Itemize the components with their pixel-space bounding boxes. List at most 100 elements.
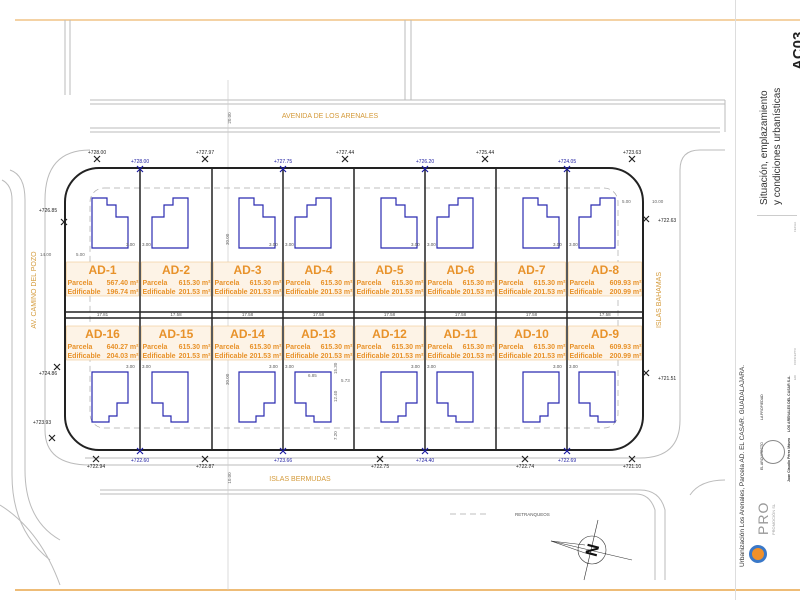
side-setback-dim: 3.00 xyxy=(569,364,578,369)
elevation-label: +724.86 xyxy=(39,371,57,377)
elevation-point: +727.97 xyxy=(196,150,214,163)
column-date: FECHA xyxy=(793,221,797,232)
edificable-area: 196.74 m² xyxy=(107,289,140,296)
elevation-label: +721.51 xyxy=(658,376,676,382)
elevation-point: +721.10 xyxy=(623,455,641,470)
elevation-cross-icon xyxy=(481,155,489,163)
elevation-label: +724.05 xyxy=(558,159,576,165)
lot-info-band xyxy=(426,261,495,297)
edificable-label: Edificable xyxy=(143,353,176,360)
edificable-area: 201.53 m² xyxy=(250,353,283,360)
project-title: Urbanización Los Arenales, Parcela AD. E… xyxy=(739,364,746,567)
parcela-area: 615.30 m² xyxy=(179,344,212,351)
edificable-label: Edificable xyxy=(428,353,461,360)
lot-width-dim: 17.58 xyxy=(599,312,611,317)
owner-name: LOS ARENALES DEL CASAR S.A. xyxy=(787,375,791,432)
dim-street-west: 14.00 xyxy=(40,252,52,257)
parcela-label: Parcela xyxy=(428,280,453,287)
parcela-label: Parcela xyxy=(357,344,382,351)
lot-info-band xyxy=(355,325,424,361)
side-setback-dim: 3.00 xyxy=(285,242,294,247)
elevation-cross-icon xyxy=(92,455,100,463)
building-footprint xyxy=(151,197,189,249)
elevation-cross-icon xyxy=(421,165,429,173)
edificable-label: Edificable xyxy=(357,289,390,296)
lot-id: AD-6 xyxy=(446,263,474,277)
column-concept: CONCEPTO xyxy=(793,348,797,365)
elevation-cross-icon xyxy=(53,363,61,371)
edificable-area: 201.53 m² xyxy=(534,289,567,296)
edificable-label: Edificable xyxy=(68,289,101,296)
lot-info-band xyxy=(355,261,424,297)
edificable-label: Edificable xyxy=(215,289,248,296)
elevation-cross-icon xyxy=(563,447,571,455)
setback-legend-label: RETRANQUEOS xyxy=(515,512,550,517)
side-setback-dim: 3.00 xyxy=(126,242,135,247)
building-footprint xyxy=(294,371,332,423)
side-setback-dim: 3.00 xyxy=(269,242,278,247)
elevation-point: +726.85 xyxy=(39,208,68,226)
parcela-label: Parcela xyxy=(286,280,311,287)
edificable-area: 201.53 m² xyxy=(179,289,212,296)
dim-street-east: 10.00 xyxy=(652,199,664,204)
parcela-area: 615.30 m² xyxy=(250,344,283,351)
elevation-point: +724.40 xyxy=(416,447,434,464)
dim-bldg-side: 5.73 xyxy=(341,378,350,383)
lot-info-band xyxy=(141,325,211,361)
elevation-point: +722.94 xyxy=(87,455,105,470)
dim-rear: 7.20 xyxy=(333,431,338,440)
building-footprint xyxy=(436,197,474,249)
elevation-label: +726.20 xyxy=(416,159,434,165)
edificable-label: Edificable xyxy=(499,289,532,296)
lot-width-dim: 17.58 xyxy=(242,312,254,317)
edificable-area: 200.99 m² xyxy=(610,353,643,360)
parcela-area: 615.30 m² xyxy=(463,344,496,351)
elevation-cross-icon xyxy=(279,165,287,173)
sheet-title-line-2: y condiciones urbanísticas xyxy=(772,87,783,205)
dim-depth-bottom: 30.00 xyxy=(225,373,230,385)
side-setback-dim: 3.00 xyxy=(569,242,578,247)
elevation-label: +722.94 xyxy=(87,464,105,470)
building-footprint xyxy=(436,371,474,423)
edificable-label: Edificable xyxy=(570,289,603,296)
elevation-label: +722.63 xyxy=(658,218,676,224)
street-curbs xyxy=(0,20,726,586)
edificable-label: Edificable xyxy=(499,353,532,360)
parcela-area: 615.30 m² xyxy=(534,344,567,351)
dim-setback-front-east: 5.00 xyxy=(622,199,631,204)
elevation-label: +724.40 xyxy=(416,458,434,464)
edificable-area: 201.53 m² xyxy=(179,353,212,360)
elevation-point: +722.75 xyxy=(371,455,389,470)
elevation-cross-icon xyxy=(93,155,101,163)
elevation-cross-icon xyxy=(201,155,209,163)
elevation-point: +728.00 xyxy=(131,159,149,173)
lot-id: AD-12 xyxy=(372,327,407,341)
elevation-cross-icon xyxy=(60,218,68,226)
elevation-point: +721.51 xyxy=(642,369,676,382)
street-west-label: AV. CAMINO DEL POZO xyxy=(31,251,38,329)
parcela-area: 615.30 m² xyxy=(463,280,496,287)
parcela-area: 615.30 m² xyxy=(392,280,425,287)
edificable-label: Edificable xyxy=(570,353,603,360)
elevation-cross-icon xyxy=(521,455,529,463)
edificable-label: Edificable xyxy=(357,353,390,360)
building-footprint xyxy=(238,197,276,249)
building-footprint xyxy=(151,371,189,423)
